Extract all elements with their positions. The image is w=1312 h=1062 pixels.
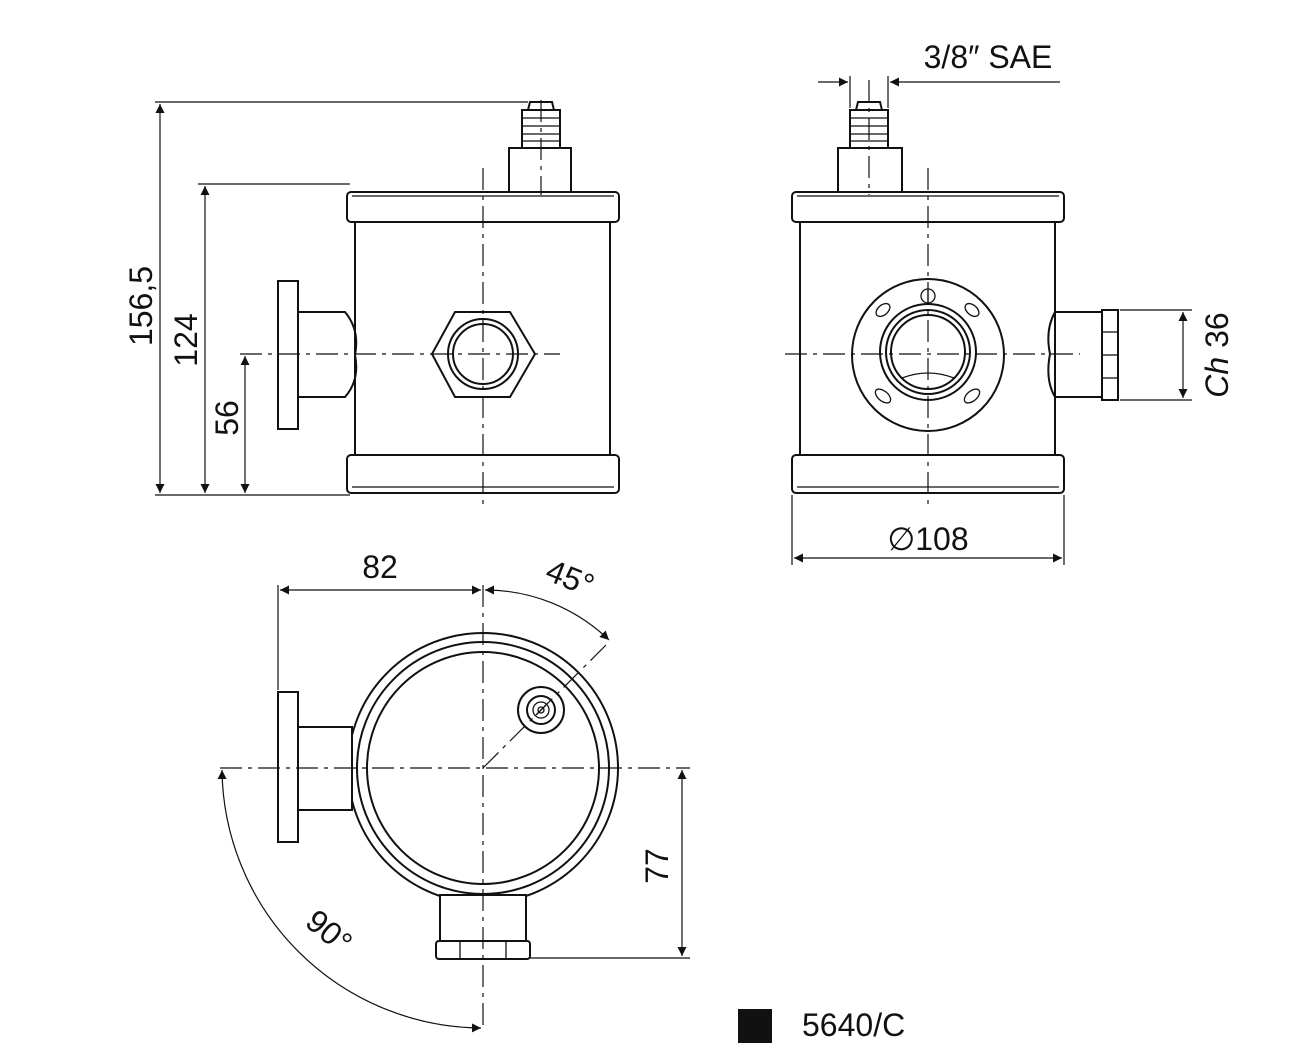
front-view: 156,5 124 56	[123, 100, 620, 505]
dim-wrench-size-prefix: Ch	[1199, 357, 1235, 398]
dim-diameter: ∅108	[887, 521, 968, 557]
dim-wrench-size: Ch 36	[1199, 312, 1235, 397]
dim-angle-ports: 90°	[299, 902, 359, 961]
dim-angle-fitting: 45°	[541, 552, 599, 604]
model-legend: 5640/C	[738, 1007, 905, 1043]
front-top-boss	[508, 147, 572, 193]
top-inlet-flange	[277, 691, 299, 843]
side-view: 3/8″ SAE Ch 36 ∅108	[785, 39, 1235, 565]
side-top-boss	[837, 147, 903, 193]
dim-arc-90	[217, 769, 482, 1033]
front-inlet-pipe	[298, 311, 358, 398]
front-inlet-flange	[277, 280, 299, 430]
top-diagonal-centerline	[482, 644, 607, 769]
side-outlet-pipe	[1047, 311, 1103, 398]
dim-offset: 82	[362, 549, 398, 585]
dim-fitting-size: 3/8″ SAE	[924, 39, 1053, 75]
dim-arc-45	[484, 585, 610, 641]
dim-wrench-size-value: 36	[1199, 312, 1235, 348]
top-view: 82 45° 90° 77	[217, 549, 690, 1033]
dim-overall-height: 156,5	[123, 266, 159, 346]
legend-marker	[738, 1009, 772, 1043]
dim-outlet-offset: 77	[639, 848, 675, 884]
model-code: 5640/C	[802, 1007, 905, 1043]
dim-inlet-height: 56	[209, 400, 245, 436]
dim-body-height: 124	[168, 313, 204, 366]
